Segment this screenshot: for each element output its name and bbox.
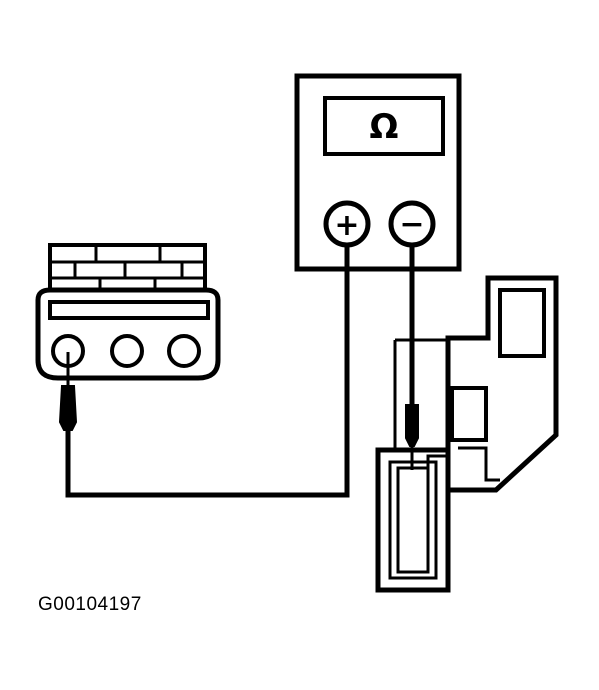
board-arm [393, 338, 448, 450]
right-test-probe [405, 404, 419, 470]
left-test-probe [58, 352, 78, 431]
minus-symbol: − [399, 207, 424, 242]
terminal-blade [396, 466, 430, 574]
terminal-connection [426, 454, 448, 468]
meter-display [323, 96, 445, 156]
board-window [498, 288, 546, 358]
connector-pin-2 [110, 334, 144, 368]
board-chip [450, 386, 488, 442]
connector-pin-3 [167, 334, 201, 368]
plus-symbol: + [334, 208, 359, 243]
ohm-symbol: Ω [370, 107, 399, 147]
connector [35, 243, 221, 381]
board-trace [458, 446, 500, 482]
connector-slot [48, 300, 210, 320]
positive-lead-wire [65, 245, 350, 498]
figure-id-label: G00104197 [38, 594, 142, 615]
ohmmeter: Ω + − [294, 73, 462, 272]
component-board [375, 275, 559, 593]
